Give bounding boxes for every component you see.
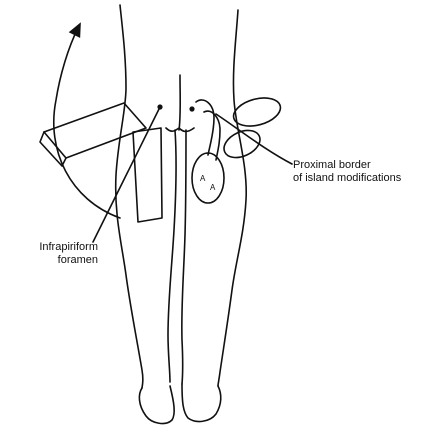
label-infrapiriform-foramen: Infrapiriform foramen bbox=[18, 241, 98, 267]
right-foot bbox=[182, 384, 221, 421]
leader-line-infrapiriform bbox=[93, 107, 160, 242]
label-proximal-border-line-1: Proximal border bbox=[293, 159, 401, 172]
infrapiriform-point-right bbox=[189, 106, 194, 111]
right-leg-inner-contour bbox=[182, 130, 186, 384]
leader-line-proximal-border bbox=[216, 114, 292, 164]
island-flap-contour bbox=[196, 100, 214, 155]
island-flap-ellipse-lower bbox=[192, 153, 224, 203]
label-infrapiriform-line-2: foramen bbox=[18, 254, 98, 267]
left-leg-outer-contour bbox=[116, 5, 143, 388]
island-marker-right: A bbox=[210, 183, 216, 192]
rotated-flap bbox=[44, 103, 146, 158]
infrapiriform-point-left bbox=[157, 104, 162, 109]
left-leg-inner-contour bbox=[168, 130, 176, 382]
rotation-arrow bbox=[54, 28, 120, 218]
island-flap-ellipse-top bbox=[230, 93, 283, 131]
label-proximal-border-line-2: of island modifications bbox=[293, 172, 401, 185]
island-marker-left: A bbox=[200, 174, 206, 183]
left-foot bbox=[139, 386, 174, 423]
island-flap-ellipse-middle bbox=[220, 125, 265, 163]
flap-outline bbox=[133, 128, 162, 222]
right-leg-outer-contour bbox=[218, 10, 246, 386]
label-proximal-border: Proximal border of island modifications bbox=[293, 159, 401, 185]
gluteal-cleft bbox=[179, 75, 180, 130]
label-infrapiriform-line-1: Infrapiriform bbox=[18, 241, 98, 254]
